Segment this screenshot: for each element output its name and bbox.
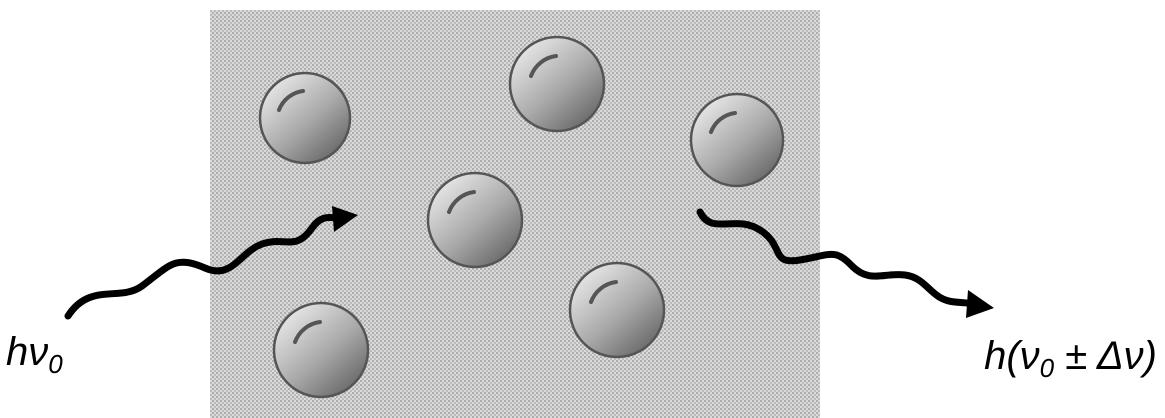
particle-1 — [260, 73, 350, 163]
incident-label-subscript: 0 — [48, 349, 62, 379]
particle-4 — [428, 173, 522, 267]
particle-3 — [691, 94, 783, 186]
scattered-label-suffix: ± Δν) — [1054, 334, 1157, 378]
particle-2 — [510, 37, 604, 131]
scattered-photon-label: h(ν0 ± Δν) — [984, 336, 1157, 376]
scattered-label-prefix: h(ν — [984, 334, 1040, 378]
scattered-label-subscript: 0 — [1040, 353, 1054, 383]
particle-6 — [274, 303, 368, 397]
incident-label-prefix: hν — [6, 330, 48, 374]
incident-photon-label: hν0 — [6, 332, 63, 372]
particle-5 — [570, 263, 664, 357]
